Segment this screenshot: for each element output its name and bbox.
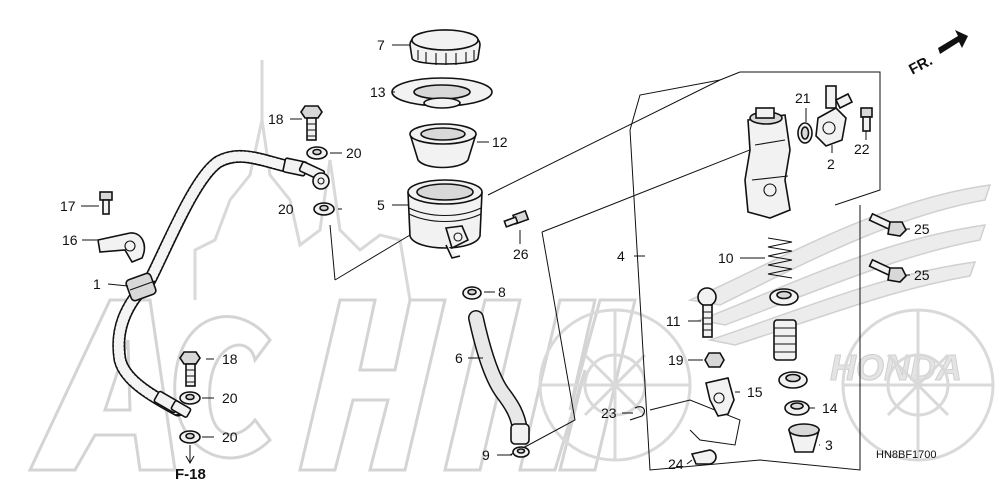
piston [773,319,797,361]
label-22: 22 [854,141,870,157]
bolt-22 [860,107,873,132]
bolt-18-top [300,105,323,141]
bolt-25-lower [868,258,907,283]
label-18-top: 18 [268,111,284,127]
joint-pin-24 [690,449,717,465]
label-26: 26 [513,246,529,262]
label-20-top1: 20 [346,145,362,161]
arrow-to-f18 [185,445,195,465]
front-indicator: FR. [906,30,968,78]
label-15: 15 [747,384,763,400]
label-3: 3 [825,437,833,453]
label-25-upper: 25 [914,221,930,237]
watermark: HONDA [27,60,995,472]
washer-20-top1 [306,146,328,160]
brake-hose [112,149,330,418]
label-1: 1 [93,276,101,292]
ref-label-f18: F-18 [175,466,206,483]
washer-20-top2 [313,202,335,216]
circlip-14 [784,400,810,416]
boot-3 [787,423,821,453]
push-rod-11 [697,287,717,338]
label-17: 17 [60,198,76,214]
label-6: 6 [455,350,463,366]
bolt-25-upper [868,212,907,237]
watermark-brand-text: HONDA [830,347,962,388]
reservoir-5 [407,179,483,259]
label-10: 10 [718,250,734,266]
assembly-frame-lines [329,71,881,471]
label-20-bot2: 20 [222,429,238,445]
bolt-17 [99,191,113,215]
hose-clip-8 [462,286,482,300]
label-20-bot1: 20 [222,390,238,406]
label-21: 21 [795,90,811,106]
bolt-18-bottom [179,351,201,387]
label-13: 13 [370,84,386,100]
washer-20-bot1 [179,391,201,405]
diaphragm-12 [409,123,477,169]
label-4: 4 [617,248,625,264]
label-24: 24 [668,456,684,472]
part-labels: 7 13 12 5 26 8 6 9 18 20 20 17 16 1 18 2… [60,37,937,483]
label-19: 19 [668,352,684,368]
clamp-16 [97,232,146,263]
label-9: 9 [482,447,490,463]
diagram-code: HN8BF1700 [876,449,937,461]
oil-joint-2 [815,85,854,147]
label-12: 12 [492,134,508,150]
cotter-pin-23 [629,406,645,421]
label-7: 7 [377,37,385,53]
diaphragm-plate-13 [391,77,493,109]
master-cylinder-4 [744,107,791,219]
honda-wing-logo: HONDA [687,184,992,389]
label-5: 5 [377,197,385,213]
reservoir-cap-7 [409,29,481,65]
secondary-cup [778,371,808,389]
label-11: 11 [666,313,681,329]
front-indicator-label: FR. [906,52,935,78]
washer-20-bot2 [179,430,201,444]
o-ring-21 [797,122,813,144]
label-25-lower: 25 [914,267,930,283]
label-16: 16 [62,232,78,248]
spring-10 [767,237,793,279]
leader-lines [81,44,910,465]
joint-15 [705,377,735,417]
screw-26 [503,209,530,228]
reservoir-hose-6 [468,310,530,445]
piston-cup [769,288,799,306]
nut-19 [704,352,725,368]
label-18-bottom: 18 [222,351,238,367]
hose-clip-9 [512,446,530,458]
label-8: 8 [498,284,506,300]
label-2: 2 [827,156,835,172]
label-14: 14 [822,400,838,416]
label-20-top2: 20 [278,201,294,217]
label-23: 23 [601,405,617,421]
